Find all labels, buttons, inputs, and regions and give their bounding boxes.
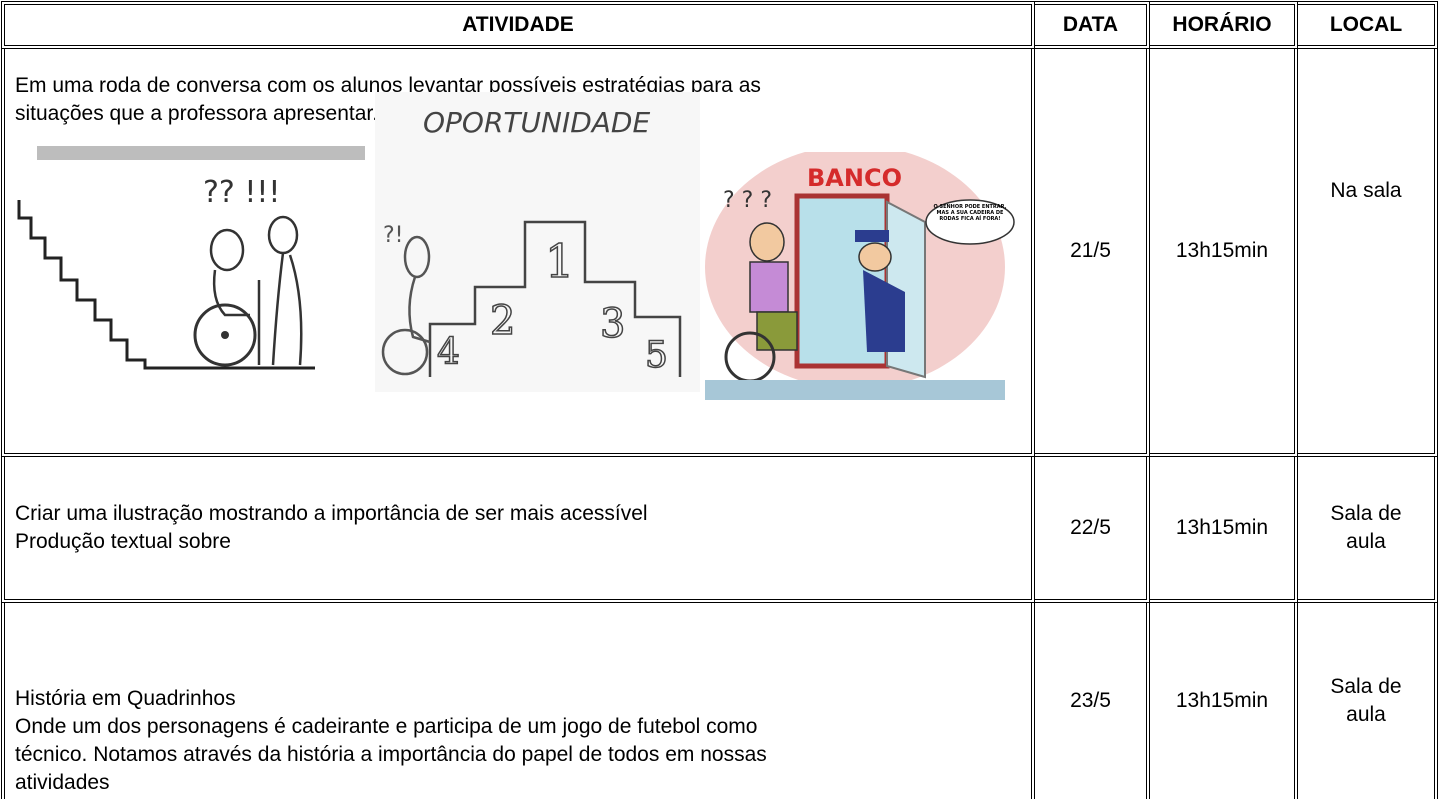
activity-line: técnico. Notamos através da história a i… bbox=[15, 743, 767, 766]
table-row: História em Quadrinhos Onde um dos perso… bbox=[1, 603, 1438, 799]
table-row: Criar uma ilustração mostrando a importâ… bbox=[1, 457, 1438, 603]
stairs-wheelchair-cartoon: ?? !!! bbox=[15, 146, 375, 385]
podium-number-5: 5 bbox=[645, 335, 668, 376]
question-marks-icon: ? ? ? bbox=[723, 188, 772, 213]
activity-cell: Criar uma ilustração mostrando a importâ… bbox=[1, 457, 1035, 603]
podium-number-1: 1 bbox=[545, 234, 574, 288]
activity-line: atividades bbox=[15, 771, 110, 794]
header-place: LOCAL bbox=[1298, 1, 1438, 49]
place-line: Sala de bbox=[1330, 675, 1402, 698]
place-text: Na sala bbox=[1330, 179, 1402, 202]
place-cell: Sala de aula bbox=[1298, 603, 1438, 799]
date-cell: 22/5 bbox=[1035, 457, 1150, 603]
header-date: DATA bbox=[1035, 1, 1150, 49]
cartoon2-title: OPORTUNIDADE bbox=[423, 106, 650, 139]
question-mark-icon: ?! bbox=[383, 223, 404, 248]
activity-line: Produção textual sobre bbox=[15, 530, 231, 553]
time-cell: 13h15min bbox=[1150, 49, 1298, 457]
podium-cartoon: OPORTUNIDADE 1 2 3 4 5 ?! bbox=[375, 92, 700, 392]
activity-cell: Em uma roda de conversa com os alunos le… bbox=[1, 49, 1035, 457]
time-cell: 13h15min bbox=[1150, 457, 1298, 603]
podium-number-2: 2 bbox=[490, 298, 515, 344]
place-cell: Na sala bbox=[1298, 49, 1438, 457]
header-activity: ATIVIDADE bbox=[1, 1, 1035, 49]
activity-cell: História em Quadrinhos Onde um dos perso… bbox=[1, 603, 1035, 799]
cartoon3-sign: BANCO bbox=[807, 164, 902, 192]
place-line: Sala de bbox=[1330, 502, 1402, 525]
activity-line: situações que a professora apresentar. E… bbox=[15, 102, 482, 125]
bank-cartoon: BANCO O SENHOR PODE ENTRAR, MAS A SUA CA… bbox=[705, 152, 1015, 400]
podium-number-3: 3 bbox=[600, 301, 625, 347]
header-row: ATIVIDADE DATA HORÁRIO LOCAL bbox=[1, 1, 1438, 49]
place-line: aula bbox=[1346, 703, 1386, 726]
activity-line: Em uma roda de conversa com os alunos le… bbox=[15, 74, 761, 97]
activity-line: Criar uma ilustração mostrando a importâ… bbox=[15, 502, 648, 525]
cartoon1-marks: ?? !!! bbox=[203, 175, 280, 210]
date-cell: 23/5 bbox=[1035, 603, 1150, 799]
time-cell: 13h15min bbox=[1150, 603, 1298, 799]
podium-number-4: 4 bbox=[437, 332, 460, 373]
activity-line: Onde um dos personagens é cadeirante e p… bbox=[15, 715, 758, 738]
activity-line: História em Quadrinhos bbox=[15, 687, 236, 710]
place-cell: Sala de aula bbox=[1298, 457, 1438, 603]
date-cell: 21/5 bbox=[1035, 49, 1150, 457]
header-time: HORÁRIO bbox=[1150, 1, 1298, 49]
table-row: Em uma roda de conversa com os alunos le… bbox=[1, 49, 1438, 457]
cartoon3-bubble: O SENHOR PODE ENTRAR, MAS A SUA CADEIRA … bbox=[933, 204, 1007, 222]
place-line: aula bbox=[1346, 530, 1386, 553]
cartoon-strip: ?? !!! OPORTUNIDADE 1 2 3 4 5 ?! bbox=[15, 92, 1021, 430]
